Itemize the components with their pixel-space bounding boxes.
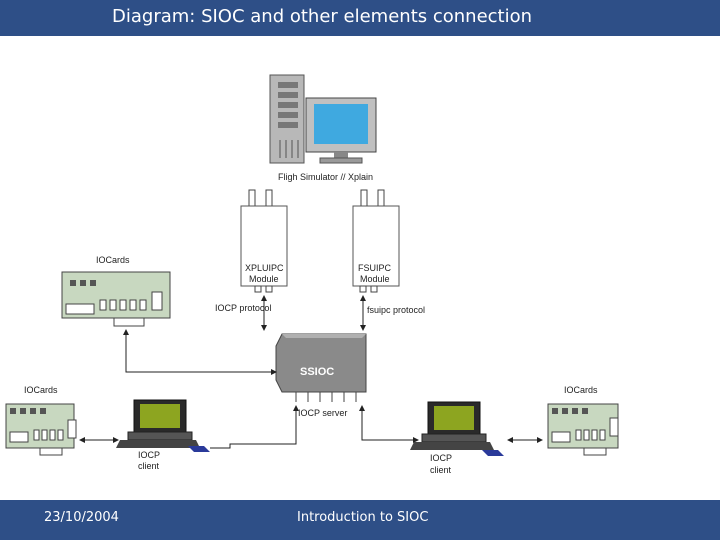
client-left-sublabel: client (138, 461, 160, 471)
fsuipc-module: FSUIPC Module (352, 189, 400, 293)
xpluipc-label: XPLUIPC (245, 263, 284, 273)
connection-diagram: Fligh Simulator // Xplain XPLUIPC Module… (5, 74, 619, 475)
xpluipc-module: XPLUIPC Module (240, 189, 288, 293)
simulator-label: Fligh Simulator // Xplain (278, 172, 373, 182)
fsuipc-sublabel: Module (360, 274, 390, 284)
iocards-right-label: IOCards (564, 385, 598, 395)
slide-header: Diagram: SIOC and other elements connect… (0, 0, 720, 36)
client-right-label: IOCP (430, 453, 452, 463)
xpluipc-sublabel: Module (249, 274, 279, 284)
slide-title: Diagram: SIOC and other elements connect… (112, 6, 533, 27)
fsuipc-label: FSUIPC (358, 263, 392, 273)
footer-date: 23/10/2004 (44, 510, 119, 525)
slide-footer: 23/10/2004 Introduction to SIOC (0, 500, 720, 540)
server-right-connection (359, 405, 419, 443)
sioc-label: SSIOC (300, 366, 334, 378)
iocp-protocol-label: IOCP protocol (215, 303, 271, 313)
iocards-top-connection (123, 329, 277, 375)
iocp-server-label: IOCP server (298, 408, 347, 418)
iocards-top-label: IOCards (96, 255, 130, 265)
fsuipc-protocol-label: fsuipc protocol (367, 305, 425, 315)
client-right-sublabel: client (430, 465, 452, 475)
iocards-top-board (61, 271, 171, 327)
iocards-left-board (5, 403, 77, 456)
server-tower-icon (269, 74, 305, 164)
client-right-pc-icon (410, 401, 504, 456)
server-left-connection (210, 405, 299, 449)
sioc-box: SSIOC (275, 333, 367, 402)
client-left-pc-icon (116, 399, 210, 452)
iocards-left-label: IOCards (24, 385, 58, 395)
monitor-icon (305, 97, 377, 164)
client-left-label: IOCP (138, 450, 160, 460)
footer-title: Introduction to SIOC (297, 510, 429, 525)
iocards-right-board (547, 403, 619, 456)
